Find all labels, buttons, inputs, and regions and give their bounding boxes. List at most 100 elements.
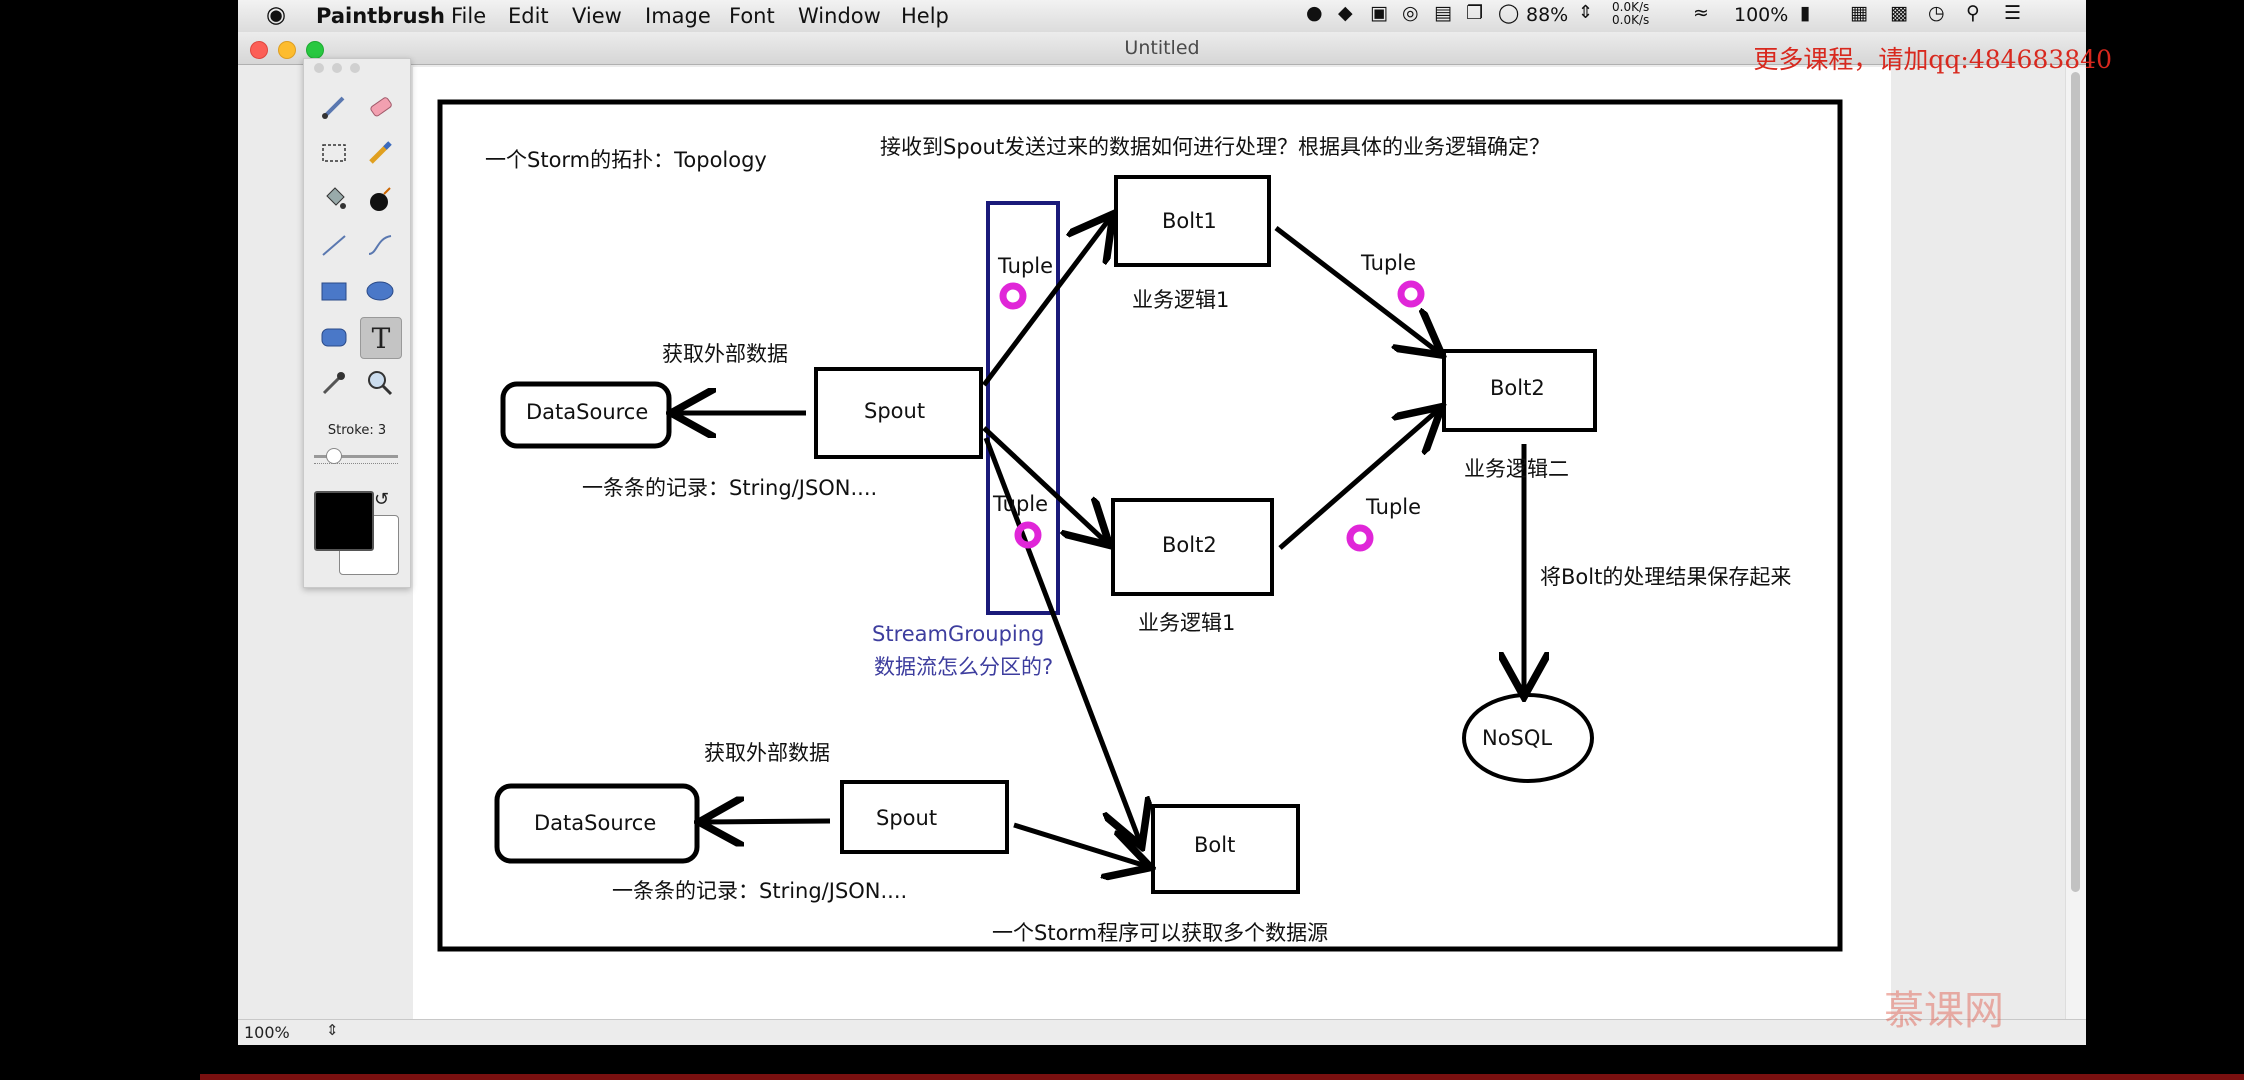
qq-icon[interactable]: ● [1306,2,1323,24]
arrow-spout2-datasource2 [704,821,831,822]
partition-question-label: 数据流怎么分区的? [874,655,1054,679]
foreground-color-well[interactable] [314,491,374,551]
menu-bar: ◉ Paintbrush File Edit View Image Font W… [238,0,2086,33]
window-icon[interactable]: ❐ [1466,2,1484,24]
select-tool[interactable] [314,133,354,173]
stroke-label: Stroke: 3 [327,423,387,438]
datasource-2-label: DataSource [534,811,657,835]
menu-font[interactable]: Font [729,4,775,28]
curve-icon [368,235,392,255]
zoom-level[interactable]: 100% [244,1023,290,1042]
zoom-stepper-icon[interactable]: ⇕ [326,1021,339,1039]
app-menu[interactable]: Paintbrush [316,4,445,28]
text-tool[interactable]: T [360,317,402,359]
curve-tool[interactable] [360,225,400,265]
brush-tool[interactable] [314,87,354,127]
cpu-percent: 88% [1526,4,1569,26]
menu-window[interactable]: Window [798,4,881,28]
magnifier-icon [368,371,393,396]
diagram-frame [437,99,1843,952]
minimize-button[interactable] [278,41,296,59]
multi-source-label: 一个Storm程序可以获取多个数据源 [992,921,1329,945]
arrow-bolt1-bolt2-right [1274,226,1438,352]
scrollbar-thumb[interactable] [2071,72,2080,892]
palette-zoom-button[interactable] [350,63,360,73]
bomb-tool[interactable] [360,179,400,219]
menu-image[interactable]: Image [645,4,711,28]
arrow-spout1-bolt [983,437,1140,842]
fetch-external-label-2: 获取外部数据 [704,741,830,765]
palette-close-button[interactable] [314,63,324,73]
marquee-icon [322,144,346,162]
notification-icon[interactable]: ☰ [2004,2,2022,24]
line-tool[interactable] [314,225,354,265]
tuple-marker-1 [999,282,1027,310]
menu-edit[interactable]: Edit [508,4,549,28]
spout-2-label: Spout [876,806,938,830]
paint-bucket-icon [326,187,346,209]
display-icon[interactable]: ▤ [1434,2,1452,24]
bolt2-right-logic-label: 业务逻辑二 [1464,457,1569,481]
fill-tool[interactable] [314,179,354,219]
bolt1-label: Bolt1 [1162,209,1217,233]
eyedropper-icon [322,372,345,395]
menu-view[interactable]: View [572,4,622,28]
pencil-tool[interactable] [360,133,400,173]
eraser-tool[interactable] [360,87,400,127]
window-title: Untitled [1124,37,1200,59]
stroke-slider-ticks [314,463,398,469]
tuple-label-1: Tuple [998,254,1054,278]
battery-percent: 100% [1734,4,1789,26]
tool-palette: T Stroke: 3 ↺ [303,58,411,588]
video-progress-bar[interactable] [200,1074,2244,1080]
swap-colors-icon[interactable]: ↺ [374,489,390,510]
zoom-tool[interactable] [360,363,400,403]
stream-grouping-label: StreamGrouping [872,622,1045,646]
spotlight-icon[interactable]: ⚲ [1966,2,1980,24]
stroke-slider-knob[interactable] [326,448,342,464]
menu-file[interactable]: File [451,4,487,28]
bolt2-right-box [1442,349,1597,432]
stroke-slider[interactable] [314,455,398,458]
apple-icon[interactable]: ◉ [266,2,287,28]
battery-icon[interactable]: ▮ [1800,2,1811,24]
eraser-icon [370,97,392,117]
arrow-spout1-bolt1 [982,218,1110,387]
arrow-bolt2-mid-bolt2-right [1278,410,1438,550]
menu-help[interactable]: Help [901,4,949,28]
tuple-marker-3 [1014,521,1042,549]
topology-title: 一个Storm的拓扑：Topology [485,148,767,172]
net-up: 0.0K/s [1612,0,1650,14]
ellipse-icon [366,281,394,301]
rounded-rect-tool[interactable] [314,317,354,357]
bolt2-mid-label: Bolt2 [1162,533,1217,557]
eyedropper-tool[interactable] [314,363,354,403]
wifi-icon[interactable]: ≈ [1693,2,1709,24]
processing-question: 接收到Spout发送过来的数据如何进行处理？根据具体的业务逻辑确定？ [880,135,1551,159]
scribe-icon[interactable]: ▩ [1890,2,1908,24]
bomb-icon [370,187,391,211]
evernote-icon[interactable]: ◆ [1338,2,1353,24]
records-label-1: 一条条的记录：String/JSON.... [582,476,878,500]
tuple-label-3: Tuple [993,492,1049,516]
spout-1-label: Spout [864,399,926,423]
globe-icon[interactable]: ◎ [1402,2,1419,24]
brush-icon [322,96,345,119]
bolt1-logic-label: 业务逻辑1 [1132,288,1230,312]
spout-2-box [840,780,1009,854]
keyboard-icon[interactable]: ▦ [1850,2,1868,24]
cpu-ring-icon[interactable]: ◯ [1498,2,1520,24]
promo-text: 更多课程，请加qq:484683840 [1753,45,2112,74]
rectangle-tool[interactable] [314,271,354,311]
bolt-label: Bolt [1194,833,1236,857]
bolt2-mid-logic-label: 业务逻辑1 [1138,611,1236,635]
spout-1-box [814,367,983,459]
palette-minimize-button[interactable] [332,63,342,73]
close-button[interactable] [250,41,268,59]
clock-icon[interactable]: ◷ [1928,2,1945,24]
title-bar[interactable]: Untitled [238,32,2086,65]
ellipse-tool[interactable] [360,271,400,311]
line-icon [322,235,346,256]
camera-icon[interactable]: ▣ [1370,2,1388,24]
